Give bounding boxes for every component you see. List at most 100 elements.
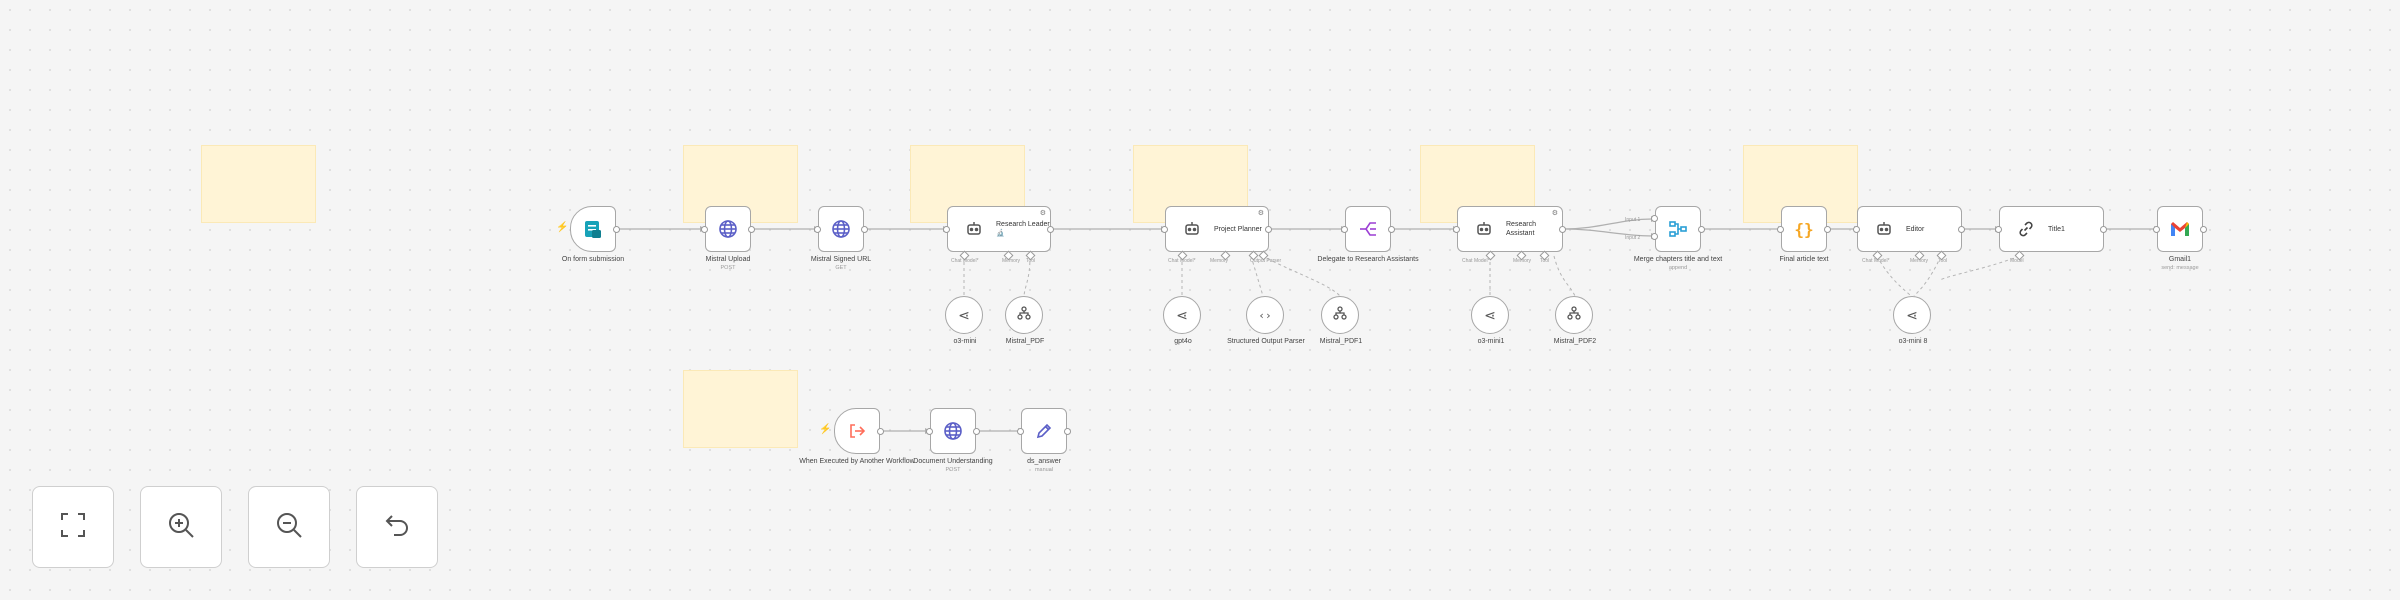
output-port[interactable]: [1559, 226, 1566, 233]
node-merge[interactable]: [1655, 206, 1701, 252]
subnode-label: Mistral_PDF1: [1319, 338, 1363, 345]
node-project-planner[interactable]: Project Planner ⚙: [1165, 206, 1269, 252]
settings-icon[interactable]: ⚙: [1551, 210, 1558, 217]
output-port[interactable]: [877, 428, 884, 435]
memory-port-label: Memory: [1513, 258, 1532, 264]
node-label: Final article text: [1779, 256, 1829, 263]
settings-icon[interactable]: ⚙: [1257, 210, 1264, 217]
node-delegate[interactable]: [1345, 206, 1391, 252]
node-title: Project Planner: [1214, 225, 1262, 233]
form-icon: [581, 217, 605, 241]
sticky-note[interactable]: [201, 145, 316, 223]
output-port[interactable]: [2100, 226, 2107, 233]
node-final-article[interactable]: {}: [1781, 206, 1827, 252]
link-icon: [2014, 217, 2038, 241]
output-port[interactable]: [973, 428, 980, 435]
node-gmail[interactable]: [2157, 206, 2203, 252]
openai-model-icon: ⋖: [1484, 306, 1496, 323]
input-port[interactable]: [943, 226, 950, 233]
globe-icon: [829, 217, 853, 241]
openai-model-icon: ⋖: [1176, 306, 1188, 323]
trigger-bolt-icon: ⚡: [556, 222, 569, 233]
input-port[interactable]: [1995, 226, 2002, 233]
input-port[interactable]: [1161, 226, 1168, 233]
input-port[interactable]: [1341, 226, 1348, 233]
sticky-note[interactable]: [683, 370, 798, 448]
node-exec-trigger[interactable]: [834, 408, 880, 454]
subnode-label: gpt4o: [1174, 338, 1192, 345]
subnode-chat-model[interactable]: ⋖: [1471, 296, 1509, 334]
memory-port-label: Memory: [1002, 258, 1021, 264]
node-mistral-upload[interactable]: [705, 206, 751, 252]
output-port[interactable]: [1064, 428, 1071, 435]
openai-model-icon: ⋖: [958, 306, 970, 323]
input-port[interactable]: [1777, 226, 1784, 233]
node-mistral-signed-url[interactable]: [818, 206, 864, 252]
input-port[interactable]: [2153, 226, 2160, 233]
output-port[interactable]: [1958, 226, 1965, 233]
input-port[interactable]: [1651, 215, 1658, 222]
output-port[interactable]: [1698, 226, 1705, 233]
output-port[interactable]: [1388, 226, 1395, 233]
input-port[interactable]: [1651, 233, 1658, 240]
settings-icon[interactable]: ⚙: [1039, 210, 1046, 217]
chat-model-port-label: Chat Model*: [1168, 258, 1196, 264]
robot-icon: [1872, 217, 1896, 241]
tool-port-label: Tool: [1540, 258, 1550, 264]
node-document-understanding[interactable]: [930, 408, 976, 454]
trigger-bolt-icon: ⚡: [819, 424, 832, 435]
braces-icon: {}: [1794, 219, 1814, 239]
workflow-tool-icon: [1333, 305, 1347, 325]
node-label: When Executed by Another Workflow: [799, 458, 915, 465]
merge-input1-label: Input 1: [1625, 217, 1641, 223]
gmail-icon: [2168, 217, 2192, 241]
node-editor[interactable]: Editor: [1857, 206, 1962, 252]
subnode-tool[interactable]: [1005, 296, 1043, 334]
subnode-chat-model[interactable]: ⋖: [945, 296, 983, 334]
tool-port-label: Tool: [1026, 258, 1036, 264]
node-research-leader[interactable]: Research Leader🔬 ⚙: [947, 206, 1051, 252]
output-port[interactable]: [748, 226, 755, 233]
zoom-in-button[interactable]: [140, 486, 222, 568]
undo-icon: [382, 510, 412, 545]
fit-view-button[interactable]: [32, 486, 114, 568]
input-port[interactable]: [814, 226, 821, 233]
output-port[interactable]: [2200, 226, 2207, 233]
node-ds-answer[interactable]: [1021, 408, 1067, 454]
enter-icon: [845, 419, 869, 443]
merge-icon: [1666, 217, 1690, 241]
tool-port-label: Tool: [1938, 258, 1948, 264]
subnode-chat-model[interactable]: ⋖: [1893, 296, 1931, 334]
subnode-tool[interactable]: [1321, 296, 1359, 334]
robot-icon: [962, 217, 986, 241]
output-port[interactable]: [613, 226, 620, 233]
undo-button[interactable]: [356, 486, 438, 568]
output-port[interactable]: [1265, 226, 1272, 233]
chat-model-port-label: Chat Model*: [1862, 258, 1890, 264]
subnode-output-parser[interactable]: ‹›: [1246, 296, 1284, 334]
input-port[interactable]: [1453, 226, 1460, 233]
subnode-label: Structured Output Parser: [1227, 338, 1305, 345]
zoom-out-button[interactable]: [248, 486, 330, 568]
input-port[interactable]: [1853, 226, 1860, 233]
output-port[interactable]: [1824, 226, 1831, 233]
output-port[interactable]: [861, 226, 868, 233]
memory-port-label: Memory: [1210, 258, 1229, 264]
node-form-trigger[interactable]: [570, 206, 616, 252]
subnode-tool[interactable]: [1555, 296, 1593, 334]
subnode-chat-model[interactable]: ⋖: [1163, 296, 1201, 334]
input-port[interactable]: [1017, 428, 1024, 435]
node-title: Editor: [1906, 225, 1925, 233]
input-port[interactable]: [701, 226, 708, 233]
input-port[interactable]: [926, 428, 933, 435]
workflow-tool-icon: [1017, 305, 1031, 325]
node-title1[interactable]: Title1: [1999, 206, 2104, 252]
node-title: Research Leader🔬: [996, 221, 1050, 237]
output-port[interactable]: [1047, 226, 1054, 233]
